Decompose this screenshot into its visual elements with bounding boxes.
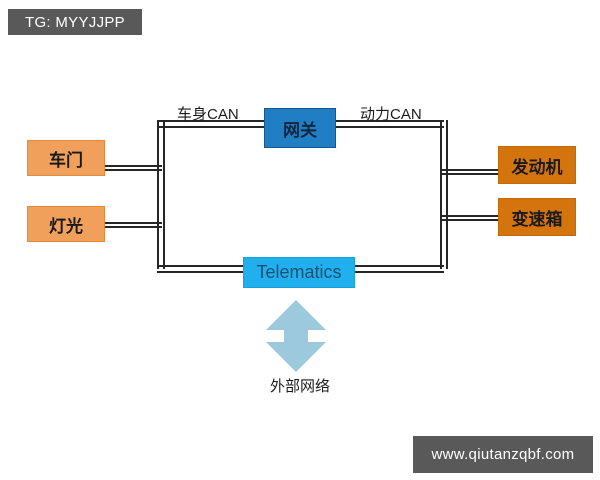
bus-label-body-can: 车身CAN <box>177 106 239 123</box>
node-light[interactable]: 灯光 <box>27 206 105 242</box>
bus-segment-left-outer <box>157 120 165 269</box>
bus-stub-door <box>100 165 162 171</box>
node-light-label: 灯光 <box>49 216 83 236</box>
bus-stub-engine <box>440 169 500 175</box>
watermark-bottom-right: www.qiutanzqbf.com <box>413 436 593 473</box>
node-door-label: 车门 <box>49 150 83 170</box>
external-network-arrow-icon <box>266 300 326 372</box>
external-network-label: 外部网络 <box>269 378 330 395</box>
node-gateway[interactable]: 网关 <box>264 108 336 148</box>
node-gateway-label: 网关 <box>283 120 317 140</box>
node-engine-label: 发动机 <box>511 157 563 177</box>
node-telematics-label: Telematics <box>256 262 342 282</box>
bus-label-powertrain-can: 动力CAN <box>360 106 422 123</box>
node-transmission[interactable]: 变速箱 <box>498 198 576 236</box>
node-door[interactable]: 车门 <box>27 140 105 176</box>
node-engine[interactable]: 发动机 <box>498 146 576 184</box>
node-transmission-label: 变速箱 <box>511 209 563 229</box>
bus-segment-right-outer <box>440 120 448 269</box>
node-telematics[interactable]: Telematics <box>243 257 355 288</box>
watermark-top-left: TG: MYYJJPP <box>8 9 142 35</box>
bus-stub-transmission <box>440 215 500 221</box>
bus-stub-light <box>100 222 162 228</box>
